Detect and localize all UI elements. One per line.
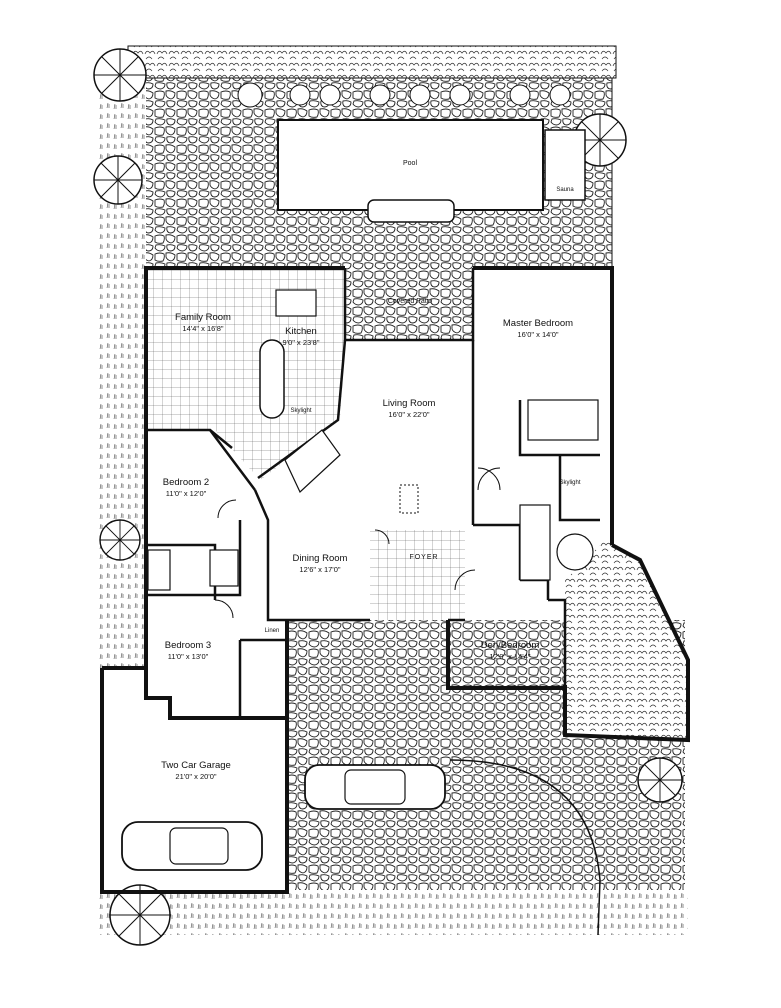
door-swings [214,467,501,619]
tree-icon [93,155,143,205]
kitchen-skylight-label: Skylight [290,408,312,414]
dining-room-dims: 12'6" x 17'0" [299,565,341,574]
living-room-label: Living Room [382,398,436,409]
right-side-garden [565,540,688,740]
bedroom-3-dims: 11'0" x 13'0" [167,652,209,661]
exterior-walls [100,266,690,894]
master-bedroom-dims: 16'0" x 14'0" [517,330,559,339]
pool-label: Pool [402,160,417,167]
sauna [544,129,586,201]
bath2-tub [147,549,171,591]
foyer-floor [370,530,465,620]
bath2-vanity [209,549,239,587]
master-skylight-label: Skylight [559,480,581,486]
kitchen-island [259,339,285,419]
car-icon [121,821,263,871]
den-bedroom-label: Den/Bedroom [480,640,540,651]
master-bedroom-label: Master Bedroom [502,318,574,329]
family-kitchen-floor [146,268,345,480]
den-bedroom-dims: 12'0" x 14'4" [489,652,531,661]
garage-label: Two Car Garage [161,760,231,771]
dining-room-label: Dining Room [292,553,348,564]
rear-hedge [127,45,617,79]
front-lawn [98,890,688,935]
driveway-edge [449,759,601,936]
master-shower [519,504,551,581]
tree-icon [93,48,147,102]
foyer-label: FOYER [409,554,439,561]
pool [277,119,544,211]
kitchen-dims: 9'0" x 23'8" [282,338,320,347]
garage-dims: 21'0" x 20'0" [175,772,217,781]
linen-label: Linen [264,628,280,634]
family-room-dims: 14'4" x 16'8" [182,324,224,333]
living-room-dims: 16'0" x 22'0" [388,410,430,419]
pool-steps [367,199,455,223]
sauna-label: Sauna [556,187,574,193]
skylight-marker [399,484,419,514]
bedroom-3-label: Bedroom 3 [164,640,212,651]
covered-patio-floor [345,262,473,340]
family-room-label: Family Room [175,312,231,323]
tree-icon [109,884,171,946]
master-tub [556,533,594,571]
tree-icon [99,519,141,561]
shrub-icon [237,82,571,108]
car-icon [304,764,446,810]
kitchen-label: Kitchen [285,326,317,337]
covered-patio-label: Covered Patio [387,298,433,305]
bedroom-2-dims: 11'0" x 12'0" [165,489,207,498]
master-vanity [527,399,599,441]
tree-icon [637,757,683,803]
kitchen-counter [275,289,317,317]
bedroom-2-label: Bedroom 2 [162,477,210,488]
kitchen-counter-diagonal [284,429,341,493]
